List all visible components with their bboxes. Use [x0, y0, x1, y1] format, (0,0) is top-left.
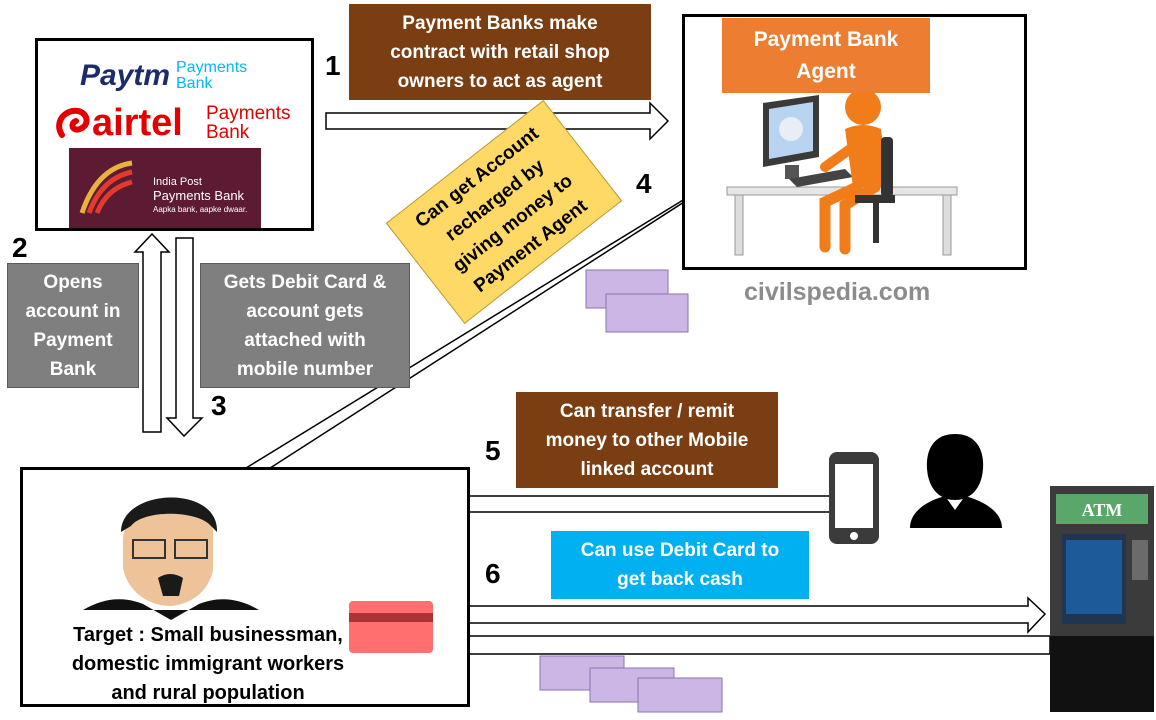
step-6-label: Can use Debit Card to get back cash: [551, 531, 809, 599]
atm-label: ATM: [1050, 500, 1154, 521]
atm-machine: ATM: [1050, 486, 1154, 712]
recipient-person-icon: [910, 434, 1002, 528]
target-description: Target : Small businessman, domestic imm…: [23, 618, 393, 710]
step-6-number: 6: [485, 558, 501, 590]
recipient-phone-icon: [829, 452, 879, 544]
target-box: Target : Small businessman, domestic imm…: [20, 467, 470, 707]
